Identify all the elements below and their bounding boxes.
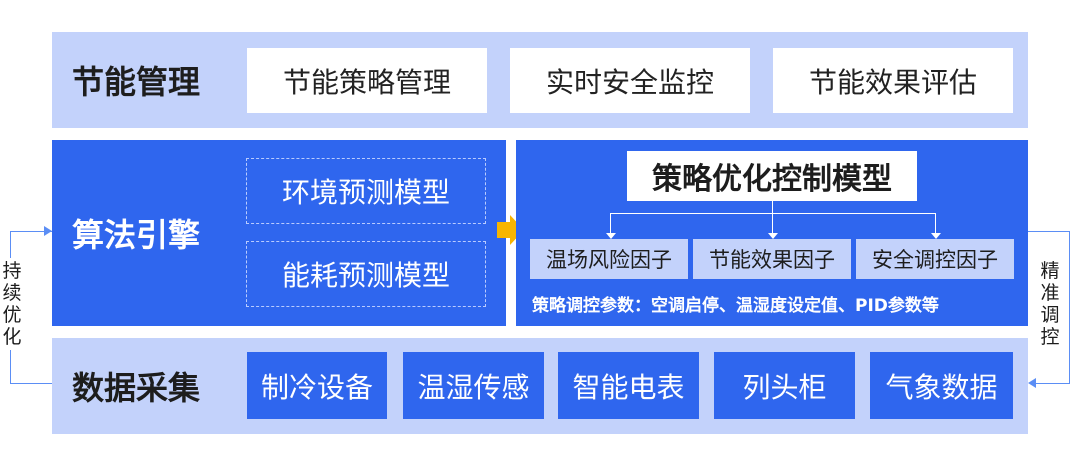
connector-stem: [772, 201, 773, 214]
connector-mid-arrowhead-icon: [768, 233, 778, 239]
left-loop-arrowhead-icon: [44, 226, 52, 236]
strategy-control-parameters: 策略调控参数：空调启停、温湿度设定值、PID参数等: [532, 296, 939, 316]
right-loop-vertical: [1069, 231, 1070, 384]
algorithm-engine-title: 算法引擎: [72, 216, 201, 254]
connector-right-drop: [935, 213, 936, 235]
connector-left-arrowhead-icon: [606, 233, 616, 239]
left-loop-bottom: [10, 383, 52, 384]
energy-management-title: 节能管理: [72, 63, 201, 101]
data-collection-title: 数据采集: [72, 369, 201, 407]
right-side-char: 调: [1040, 304, 1060, 326]
right-side-char: 准: [1040, 282, 1060, 304]
realtime-safety-monitoring-box: 实时安全监控: [510, 48, 750, 113]
right-side-label: 精 准 调 控: [1038, 258, 1062, 350]
algorithm-engine-panel: [52, 140, 506, 326]
temp-humidity-sensor-box: 温湿传感: [403, 352, 544, 419]
column-head-cabinet-box: 列头柜: [714, 352, 855, 419]
connector-horizontal: [610, 213, 936, 214]
temperature-risk-factor-box: 温场风险因子: [530, 239, 688, 279]
right-loop-arrowhead-icon: [1028, 378, 1036, 388]
cooling-equipment-box: 制冷设备: [247, 352, 387, 419]
energy-strategy-management-box: 节能策略管理: [247, 48, 487, 113]
weather-data-box: 气象数据: [870, 352, 1013, 419]
environment-prediction-model-box: 环境预测模型: [246, 158, 486, 224]
connector-right-arrowhead-icon: [931, 233, 941, 239]
left-loop-top: [10, 231, 52, 232]
connector-left-drop: [610, 213, 611, 235]
energy-effect-factor-box: 节能效果因子: [693, 239, 851, 279]
right-side-char: 控: [1040, 326, 1060, 348]
left-side-char: 化: [2, 326, 22, 348]
connector-mid-drop: [772, 213, 773, 235]
right-loop-top: [1028, 231, 1070, 232]
left-side-char: 优: [2, 304, 22, 326]
smart-meter-box: 智能电表: [558, 352, 699, 419]
energy-effect-evaluation-box: 节能效果评估: [773, 48, 1013, 113]
right-loop-bottom: [1036, 383, 1070, 384]
strategy-optimization-control-model-box: 策略优化控制模型: [627, 151, 917, 201]
flow-arrow-icon: [497, 215, 524, 245]
left-side-label: 持 续 优 化: [0, 258, 24, 350]
left-side-char: 持: [2, 260, 22, 282]
left-side-char: 续: [2, 282, 22, 304]
safety-control-factor-box: 安全调控因子: [856, 239, 1014, 279]
right-side-char: 精: [1040, 260, 1060, 282]
energy-consumption-prediction-model-box: 能耗预测模型: [246, 241, 486, 307]
